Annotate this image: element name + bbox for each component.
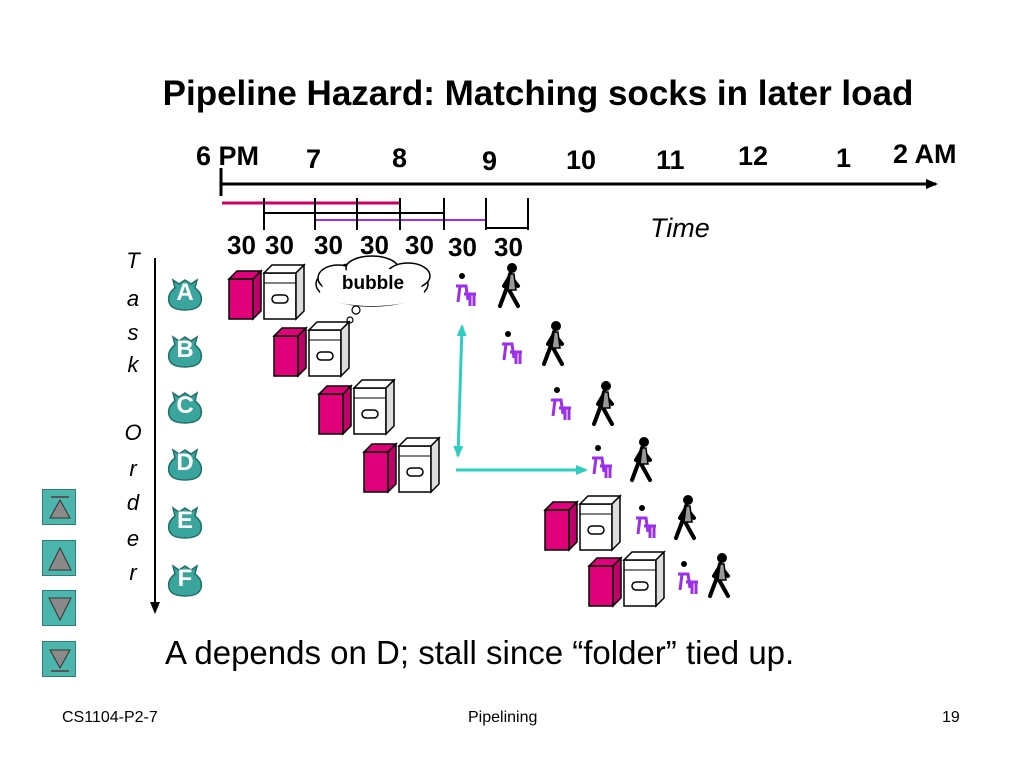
previous-slide-button[interactable]: [42, 540, 76, 576]
up-triangle-icon: [48, 546, 72, 571]
laundry-bag-icon: [167, 448, 203, 481]
time-tick-9: 9: [482, 146, 498, 176]
first-slide-icon: [49, 496, 71, 519]
task-order-letter: s: [127, 320, 139, 345]
time-tick-8: 8: [392, 143, 408, 173]
task-row-d: [362, 436, 652, 494]
laundry-bag-icon: [167, 335, 203, 368]
task-badge-e: E: [165, 504, 205, 540]
time-tick-6pm: 6 PM: [196, 141, 260, 171]
bubble-label: bubble: [341, 273, 405, 294]
task-order-letter: T: [126, 248, 140, 273]
time-tick-11: 11: [656, 145, 685, 175]
task-row-c: [317, 378, 614, 436]
time-tick-7: 7: [306, 144, 322, 174]
laundry-bag-icon: [167, 506, 203, 539]
task-badge-label: F: [177, 565, 193, 592]
laundry-bag-icon: [167, 564, 203, 597]
down-triangle-icon: [48, 597, 72, 622]
task-row-e: [543, 494, 696, 552]
stage-bars: [222, 198, 529, 230]
time-axis: [219, 168, 938, 196]
time-tick-10: 10: [566, 145, 597, 175]
next-slide-button[interactable]: [42, 590, 76, 626]
duration-label: 30: [265, 230, 294, 260]
footer-slide-number: 19: [942, 709, 960, 726]
slide-title: Pipeline Hazard: Matching socks in later…: [162, 74, 914, 113]
task-badge-f: F: [165, 562, 205, 598]
folder-icon: [456, 273, 476, 306]
last-slide-icon: [49, 649, 71, 672]
footer-topic: Pipelining: [468, 709, 538, 726]
time-tick-1: 1: [836, 143, 852, 173]
task-order-letter: r: [129, 456, 137, 481]
walker-icon: [498, 263, 520, 308]
first-slide-button[interactable]: [42, 489, 76, 525]
dependency-arrows: [453, 324, 588, 475]
task-badge-a: A: [165, 276, 205, 312]
washer-icon: [227, 269, 263, 321]
bubble-cloud: [315, 255, 431, 324]
task-order-letter: a: [126, 286, 140, 311]
time-tick-12: 12: [738, 141, 769, 171]
dryer-icon: [262, 263, 306, 321]
laundry-bag-icon: [167, 391, 203, 424]
task-order-letter: O: [124, 420, 142, 445]
last-slide-button[interactable]: [42, 641, 76, 677]
task-badge-label: A: [176, 279, 194, 306]
task-row-a: [227, 263, 520, 321]
task-row-f: [587, 550, 730, 608]
laundry-bag-icon: [167, 278, 203, 311]
task-order-letter: k: [127, 352, 139, 377]
task-order-letter: e: [126, 526, 140, 551]
footer-course-code: CS1104-P2-7: [62, 709, 158, 726]
duration-label: 30: [227, 230, 256, 260]
task-badge-label: E: [176, 507, 193, 534]
task-badge-label: C: [176, 392, 194, 419]
time-axis-label: Time: [650, 213, 710, 243]
task-badge-c: C: [165, 389, 205, 425]
task-badge-b: B: [165, 333, 205, 369]
slide-caption: A depends on D; stall since “folder” tie…: [165, 634, 795, 671]
time-tick-2am: 2 AM: [893, 139, 957, 169]
duration-label: 30: [448, 232, 477, 262]
task-order-letter: r: [129, 560, 137, 585]
task-badge-label: D: [176, 449, 194, 476]
task-order-letter: d: [126, 490, 140, 515]
duration-label: 30: [494, 232, 523, 262]
duration-label: 30: [360, 230, 389, 260]
task-badge-label: B: [176, 336, 194, 363]
duration-label: 30: [405, 230, 434, 260]
task-row-b: [272, 320, 564, 378]
duration-label: 30: [314, 230, 343, 260]
task-badge-d: D: [165, 446, 205, 482]
